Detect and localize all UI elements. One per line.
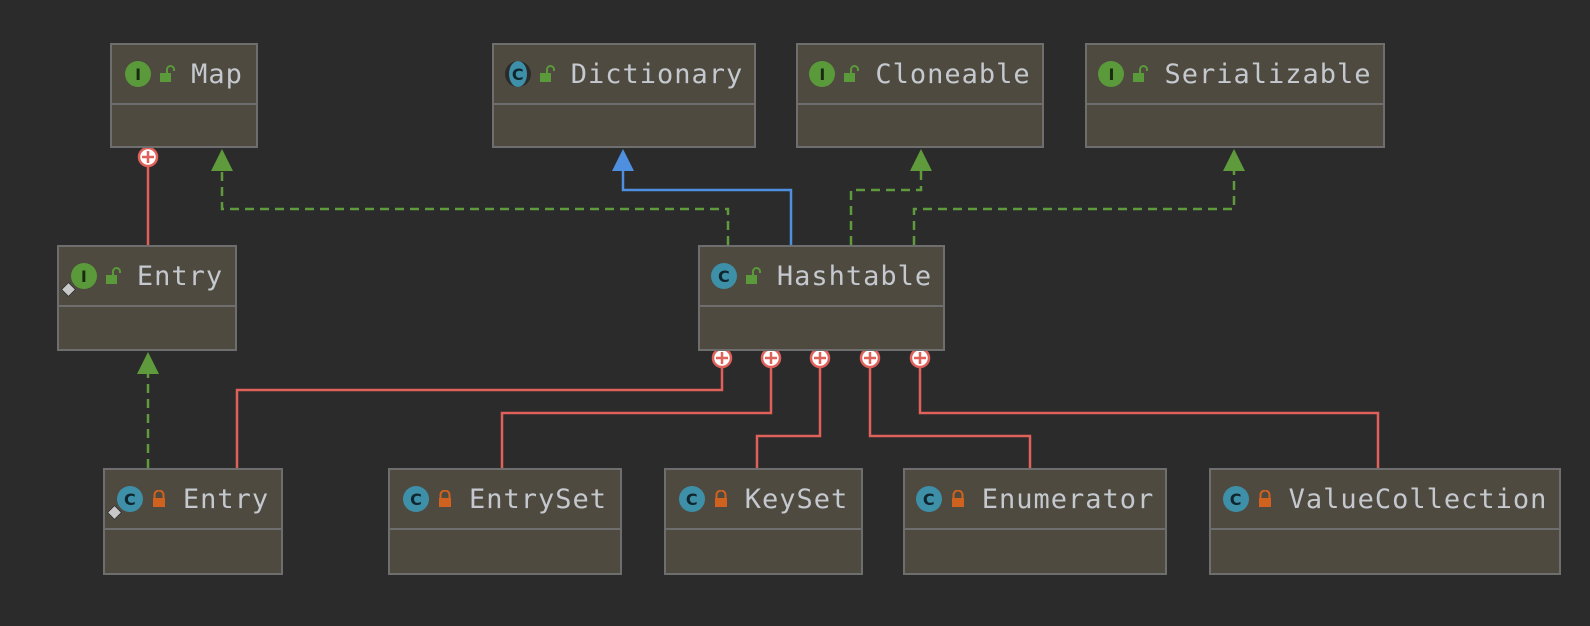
node-map-entry-header: I Entry	[59, 247, 235, 307]
abstract-class-icon: C	[504, 61, 531, 87]
static-marker-icon	[60, 281, 77, 298]
implements-arrowheads	[137, 149, 1245, 374]
unlock-icon	[844, 65, 860, 82]
inner-class-edges	[146, 166, 1380, 468]
unlock-icon	[1133, 65, 1149, 82]
unlock-icon	[105, 267, 121, 284]
node-map-entry[interactable]: I Entry	[57, 245, 237, 351]
edge-keyset-to-hashtable	[755, 366, 822, 468]
interface-icon: I	[125, 61, 152, 87]
node-enumerator[interactable]: C Enumerator	[903, 468, 1167, 575]
node-valuecollection-title: ValueCollection	[1288, 483, 1548, 515]
arrowhead-serializable	[1223, 149, 1245, 171]
lock-icon	[152, 490, 165, 507]
edge-hashtable-extends-dictionary	[621, 170, 793, 245]
unlock-icon	[539, 65, 555, 82]
lock-icon	[438, 490, 451, 507]
node-map[interactable]: I Map	[110, 43, 258, 148]
node-keyset[interactable]: C KeySet	[664, 468, 863, 575]
implements-edges	[146, 170, 1236, 468]
interface-icon: I	[1098, 61, 1125, 87]
node-enumerator-header: C Enumerator	[905, 470, 1165, 530]
edge-hashtable-implements-cloneable	[849, 170, 923, 245]
node-entryset-title: EntrySet	[468, 483, 608, 515]
edge-hashtable-implements-map	[220, 170, 730, 245]
kind-letter: I	[80, 266, 87, 286]
edge-entryset-to-hashtable	[500, 366, 773, 468]
static-marker-icon	[106, 504, 123, 521]
node-cloneable[interactable]: I Cloneable	[796, 43, 1044, 148]
node-keyset-title: KeySet	[744, 483, 849, 515]
inner-marker-hashtable-5	[909, 347, 931, 369]
edge-hashtable-implements-serializable	[912, 170, 1236, 245]
lock-icon	[951, 490, 964, 507]
node-cloneable-title: Cloneable	[875, 58, 1031, 90]
node-serializable-header: I Serializable	[1087, 45, 1383, 105]
interface-icon: I	[809, 61, 836, 87]
unlock-icon	[160, 65, 176, 82]
node-hashtable-entry[interactable]: C Entry	[103, 468, 283, 575]
inner-marker-map	[137, 146, 159, 168]
arrowhead-dictionary	[612, 149, 634, 171]
edge-enumerator-to-hashtable	[868, 366, 1032, 468]
arrowhead-map	[211, 149, 233, 171]
class-icon: C	[915, 486, 942, 512]
node-serializable[interactable]: I Serializable	[1085, 43, 1385, 148]
node-valuecollection[interactable]: C ValueCollection	[1209, 468, 1561, 575]
node-enumerator-title: Enumerator	[981, 483, 1155, 515]
lock-icon	[1258, 490, 1271, 507]
node-dictionary-header: C Dictionary	[494, 45, 754, 105]
lock-icon	[714, 490, 727, 507]
edge-valuecollection-to-hashtable	[918, 366, 1380, 468]
node-map-header: I Map	[112, 45, 256, 105]
node-hashtable-title: Hashtable	[776, 260, 933, 292]
kind-letter: C	[123, 489, 136, 509]
inner-marker-hashtable-2	[760, 347, 782, 369]
class-icon: C	[678, 486, 705, 512]
arrowhead-cloneable	[910, 149, 932, 171]
node-map-title: Map	[191, 58, 243, 90]
unlock-icon	[745, 267, 761, 284]
node-hashtable[interactable]: C Hashtable	[698, 245, 945, 351]
class-icon: C	[1222, 486, 1249, 512]
node-entryset[interactable]: C EntrySet	[388, 468, 622, 575]
inner-marker-hashtable-3	[809, 347, 831, 369]
node-serializable-title: Serializable	[1164, 58, 1372, 90]
node-entryset-header: C EntrySet	[390, 470, 620, 530]
node-hashtable-header: C Hashtable	[700, 247, 943, 307]
inner-marker-hashtable-4	[859, 347, 881, 369]
node-hashtable-entry-title: Entry	[182, 483, 270, 515]
node-keyset-header: C KeySet	[666, 470, 861, 530]
class-icon: C	[106, 486, 143, 521]
node-cloneable-header: I Cloneable	[798, 45, 1042, 105]
class-icon: C	[402, 486, 429, 512]
edge-entry-to-hashtable	[235, 366, 724, 468]
arrowhead-mapentry	[137, 352, 159, 374]
inner-marker-hashtable-1	[711, 347, 733, 369]
node-dictionary-title: Dictionary	[570, 58, 744, 90]
node-hashtable-entry-header: C Entry	[105, 470, 281, 530]
node-valuecollection-header: C ValueCollection	[1211, 470, 1559, 530]
node-dictionary[interactable]: C Dictionary	[492, 43, 756, 148]
class-icon: C	[710, 263, 737, 289]
node-map-entry-title: Entry	[136, 260, 224, 292]
interface-icon: I	[60, 263, 97, 298]
